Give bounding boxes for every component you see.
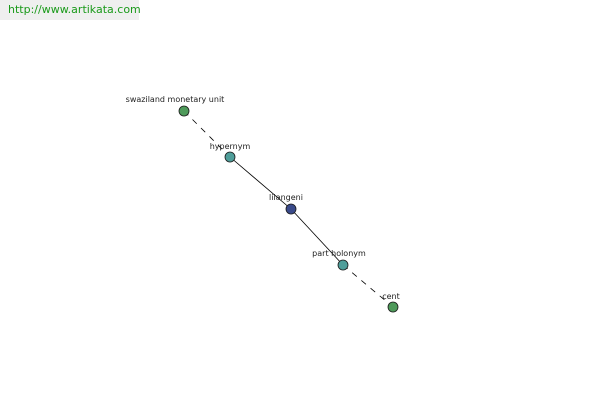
node-label-partholonym: part holonym — [312, 249, 366, 258]
node-hypernym[interactable] — [224, 151, 236, 163]
graph-nodes: swaziland monetary unit hypernym lilangeni… — [126, 95, 400, 313]
edge-lilangeni-partholonym — [290, 208, 344, 266]
node-partholonym[interactable] — [337, 259, 349, 271]
node-swaziland[interactable] — [178, 105, 190, 117]
node-lilangeni[interactable] — [285, 203, 297, 215]
edge-hypernym-lilangeni — [229, 156, 292, 210]
node-label-swaziland: swaziland monetary unit — [126, 95, 225, 104]
node-label-cent: cent — [382, 292, 400, 301]
graph-edges — [183, 110, 394, 308]
node-label-lilangeni: lilangeni — [269, 193, 303, 202]
watermark-link[interactable]: http://www.artikata.com — [0, 0, 141, 20]
node-label-hypernym: hypernym — [210, 142, 251, 151]
node-cent[interactable] — [387, 301, 399, 313]
